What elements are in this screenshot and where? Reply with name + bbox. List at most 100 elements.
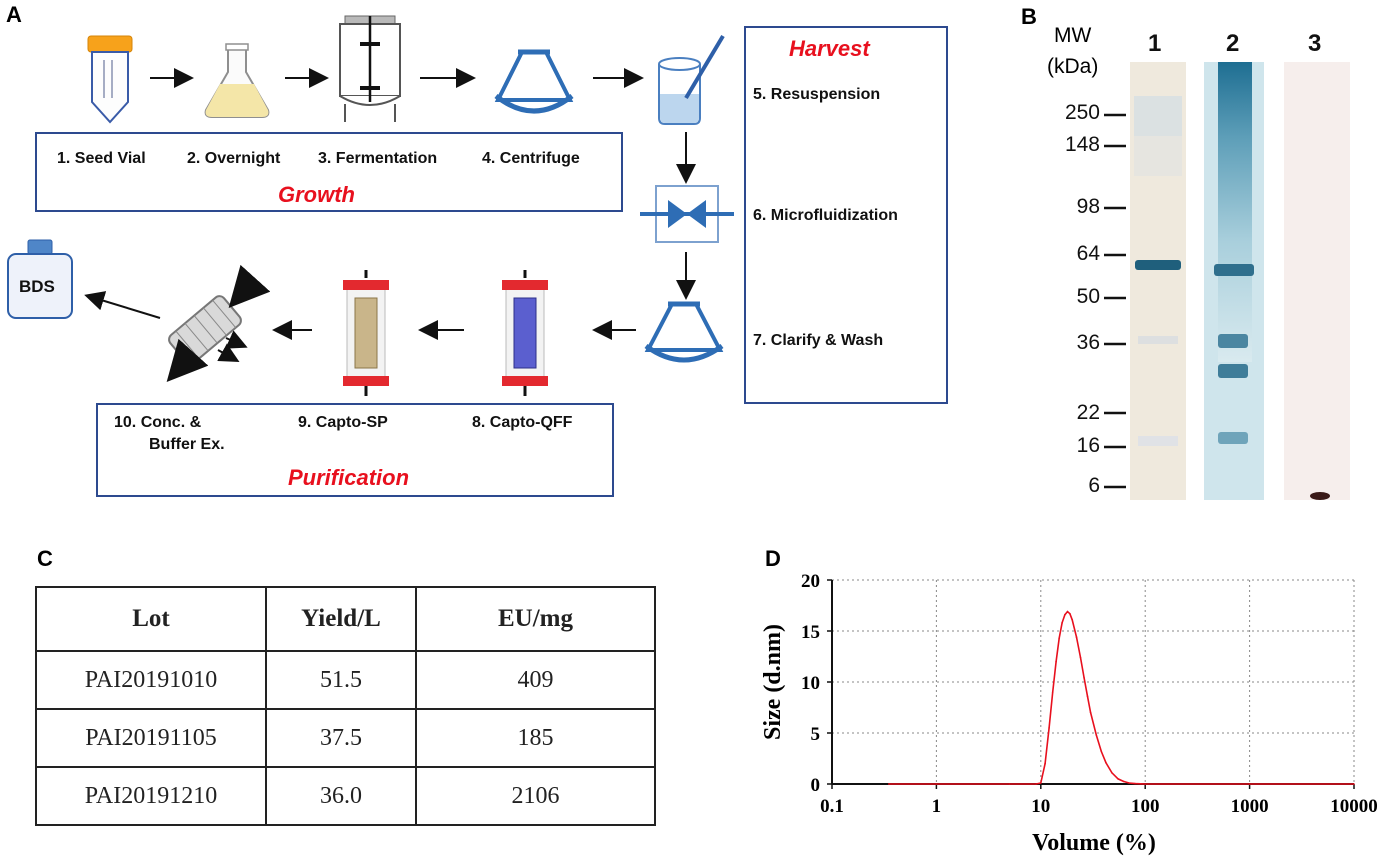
mw-marker-16: 16 <box>1076 434 1100 457</box>
yield-cell: 37.5 <box>265 708 417 768</box>
panel-a-label: A <box>6 2 22 27</box>
step-resuspension: 5. Resuspension <box>753 86 881 103</box>
step-centrifuge: 4. Centrifuge <box>482 150 580 167</box>
col-header-yield: Yield/L <box>265 586 417 652</box>
mw-marker-50: 50 <box>1076 285 1100 308</box>
data-point <box>1079 656 1082 659</box>
step-overnight: 2. Overnight <box>187 150 281 167</box>
lot-table: Lot Yield/L EU/mg PAI20191010 51.5 409 P… <box>35 586 656 826</box>
table-row: PAI20191105 37.5 185 <box>35 708 656 768</box>
mw-marker-64: 64 <box>1076 242 1100 265</box>
data-point <box>1111 772 1113 774</box>
lot-cell: PAI20191210 <box>35 766 267 826</box>
data-point <box>1139 783 1142 785</box>
step-capto-sp: 9. Capto-SP <box>298 414 388 431</box>
step-clarify-wash: 7. Clarify & Wash <box>753 332 884 349</box>
data-point <box>1353 783 1355 785</box>
mw-title: MW <box>1054 24 1092 47</box>
chart-grid <box>831 579 1355 785</box>
data-point <box>1134 782 1136 785</box>
clarify-centrifuge-icon <box>644 301 724 363</box>
panel-b-label: B <box>1021 4 1037 29</box>
gel-lane-2 <box>1204 62 1264 500</box>
y-tick-label: 15 <box>801 622 820 643</box>
col-header-eu: EU/mg <box>415 586 656 652</box>
bds-label: BDS <box>19 277 55 296</box>
harvest-box <box>744 26 948 404</box>
mw-marker-98: 98 <box>1076 195 1100 218</box>
table-row: PAI20191010 51.5 409 <box>35 650 656 710</box>
data-point <box>1122 780 1125 783</box>
mw-marker-22: 22 <box>1076 401 1100 424</box>
step-capto-qff: 8. Capto-QFF <box>472 414 573 431</box>
y-tick-label: 0 <box>811 775 821 796</box>
step-fermentation: 3. Fermentation <box>318 150 438 167</box>
capto-sp-column-icon <box>343 270 389 396</box>
bds-bottle-icon <box>7 239 73 319</box>
data-point <box>1008 783 1011 785</box>
fermenter-icon <box>339 15 401 122</box>
x-tick-label: 10 <box>1031 796 1050 817</box>
x-tick-label: 10000 <box>1330 796 1378 817</box>
mw-unit: (kDa) <box>1047 55 1099 78</box>
gel-image <box>1104 62 1350 500</box>
seed-vial-icon <box>87 35 133 124</box>
col-header-lot: Lot <box>35 586 267 652</box>
growth-box <box>35 132 623 212</box>
lot-cell: PAI20191010 <box>35 650 267 710</box>
harvest-title: Harvest <box>789 36 870 61</box>
mw-marker-6: 6 <box>1088 474 1100 497</box>
table-row: PAI20191210 36.0 2106 <box>35 766 656 826</box>
data-point <box>1044 762 1046 765</box>
flask-icon <box>204 43 270 118</box>
microfluidizer-icon <box>640 185 734 243</box>
lane-3-label: 3 <box>1308 30 1322 57</box>
lane-2-label: 2 <box>1226 30 1240 57</box>
data-point <box>1064 613 1066 616</box>
mw-marker-36: 36 <box>1076 331 1100 354</box>
centrifuge-icon <box>494 49 574 114</box>
panel-c-label: C <box>37 546 53 571</box>
eu-cell: 409 <box>415 650 656 710</box>
eu-cell: 2106 <box>415 766 656 826</box>
data-point <box>1048 727 1050 729</box>
step-buffer-ex: Buffer Ex. <box>149 436 225 453</box>
purification-box <box>96 403 614 497</box>
yield-cell: 36.0 <box>265 766 417 826</box>
y-tick-label: 10 <box>801 673 820 694</box>
data-point <box>1040 782 1042 784</box>
y-axis-label: Size (d.nm) <box>760 624 786 740</box>
data-point <box>1061 622 1063 624</box>
chart-series <box>888 610 1355 785</box>
table-header-row: Lot Yield/L EU/mg <box>35 586 656 652</box>
panel-d-label: D <box>765 546 781 571</box>
y-tick-label: 5 <box>811 724 821 745</box>
x-tick-label: 0.1 <box>820 796 844 817</box>
data-point <box>935 783 938 785</box>
step-microfluidization: 6. Microfluidization <box>753 207 898 224</box>
capto-qff-column-icon <box>502 270 548 396</box>
data-point <box>1095 734 1098 736</box>
lane-1-label: 1 <box>1148 30 1162 57</box>
step-seed-vial: 1. Seed Vial <box>57 150 146 167</box>
x-tick-label: 100 <box>1131 796 1160 817</box>
process-flow-diagram <box>7 15 734 396</box>
data-point <box>1248 783 1251 785</box>
growth-title: Growth <box>278 182 355 207</box>
tff-cartridge-icon <box>166 264 271 382</box>
data-point <box>1071 619 1073 621</box>
mw-tick-marks <box>1104 113 1126 489</box>
gel-lane-1 <box>1130 62 1186 500</box>
y-tick-label: 20 <box>801 571 820 592</box>
data-point <box>1083 677 1085 679</box>
data-point <box>1144 783 1146 785</box>
gel-lane-3 <box>1284 62 1350 500</box>
purification-title: Purification <box>288 465 410 490</box>
eu-cell: 185 <box>415 708 656 768</box>
x-axis-label: Volume (%) <box>1032 830 1156 856</box>
mw-marker-250: 250 <box>1064 101 1100 124</box>
data-point <box>1105 761 1107 764</box>
x-tick-label: 1000 <box>1231 796 1269 817</box>
